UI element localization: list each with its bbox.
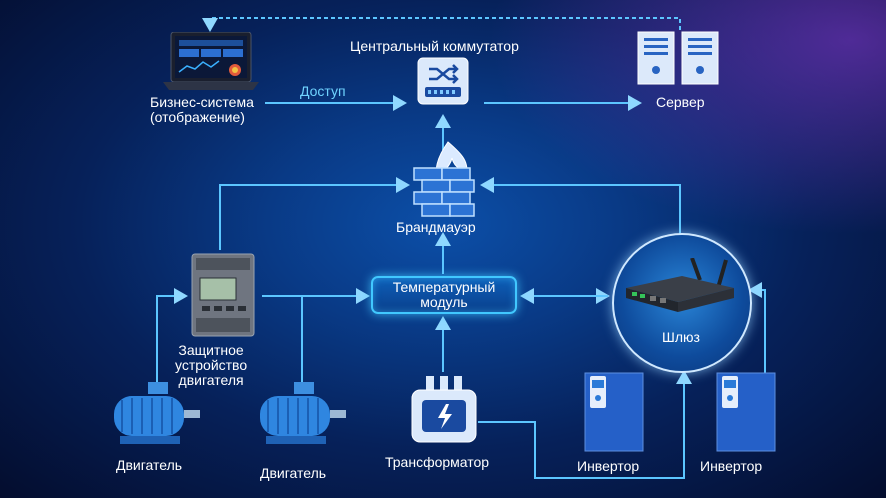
business-system-label-line2: (отображение) (150, 109, 245, 125)
laptop-icon (163, 32, 259, 90)
gateway-icon (626, 258, 734, 312)
motor-protector-label-line3: двигателя (178, 372, 244, 388)
motor-protector-icon (191, 253, 255, 337)
business-system-label: Бизнес-система (отображение) (150, 95, 254, 125)
temperature-module-box: Температурный модуль (371, 276, 517, 314)
firewall-icon (413, 141, 475, 217)
motor-icon (114, 382, 200, 444)
server-label: Сервер (656, 94, 705, 110)
temperature-module-label-line2: модуль (420, 294, 468, 310)
transformer-icon (411, 376, 477, 443)
inverter-icon (716, 372, 776, 452)
central-switch-label: Центральный коммутатор (350, 38, 519, 54)
inverter-1-label: Инвертор (577, 458, 640, 474)
business-system-label-line1: Бизнес-система (150, 94, 254, 110)
access-label: Доступ (300, 83, 346, 99)
gateway-label: Шлюз (662, 329, 700, 345)
motor-protector-label-line2: устройство (175, 357, 248, 373)
server-icon (637, 31, 719, 85)
motor-protector-label-line1: Защитное (178, 342, 244, 358)
network-switch-icon (417, 57, 469, 105)
inverter-icon (584, 372, 644, 452)
temperature-module-label-line1: Температурный (392, 279, 496, 295)
motor-icon (260, 382, 346, 444)
motor-1-label: Двигатель (116, 457, 183, 473)
motor-2-label: Двигатель (260, 465, 327, 481)
transformer-label: Трансформатор (385, 454, 490, 470)
inverter-2-label: Инвертор (700, 458, 763, 474)
firewall-label: Брандмауэр (396, 219, 476, 235)
motor-protector-label: Защитное устройство двигателя (175, 343, 247, 388)
